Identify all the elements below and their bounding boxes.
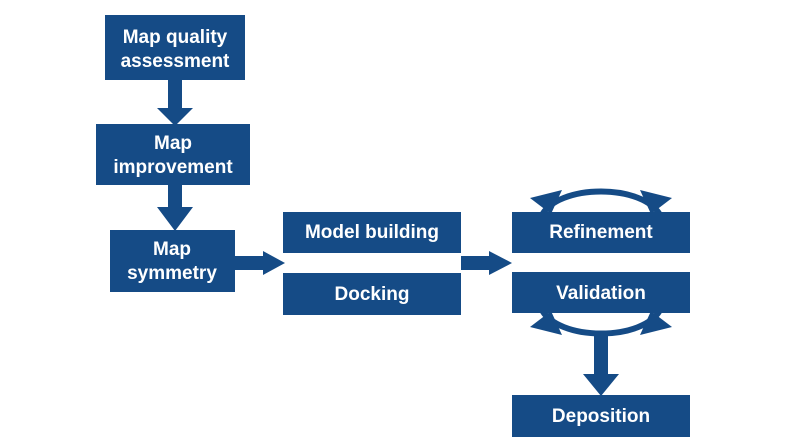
- connector-quality-to-improvement: [157, 80, 193, 126]
- connector-improvement-to-symmetry: [157, 185, 193, 231]
- node-docking[interactable]: Docking: [283, 273, 461, 315]
- connector-cycle-top: [530, 188, 672, 219]
- node-refinement[interactable]: Refinement: [512, 212, 690, 253]
- node-deposition[interactable]: Deposition: [512, 395, 690, 437]
- connector-cycle-to-deposition: [583, 336, 619, 396]
- connector-cycle-bottom: [530, 306, 672, 337]
- node-model-building[interactable]: Model building: [283, 212, 461, 253]
- connector-building-to-refinement: [461, 251, 512, 275]
- node-validation[interactable]: Validation: [512, 272, 690, 313]
- node-map-symmetry[interactable]: Map symmetry: [110, 230, 235, 292]
- node-map-quality-assessment[interactable]: Map quality assessment: [105, 15, 245, 80]
- connector-symmetry-to-building: [235, 251, 285, 275]
- node-map-improvement[interactable]: Map improvement: [96, 124, 250, 185]
